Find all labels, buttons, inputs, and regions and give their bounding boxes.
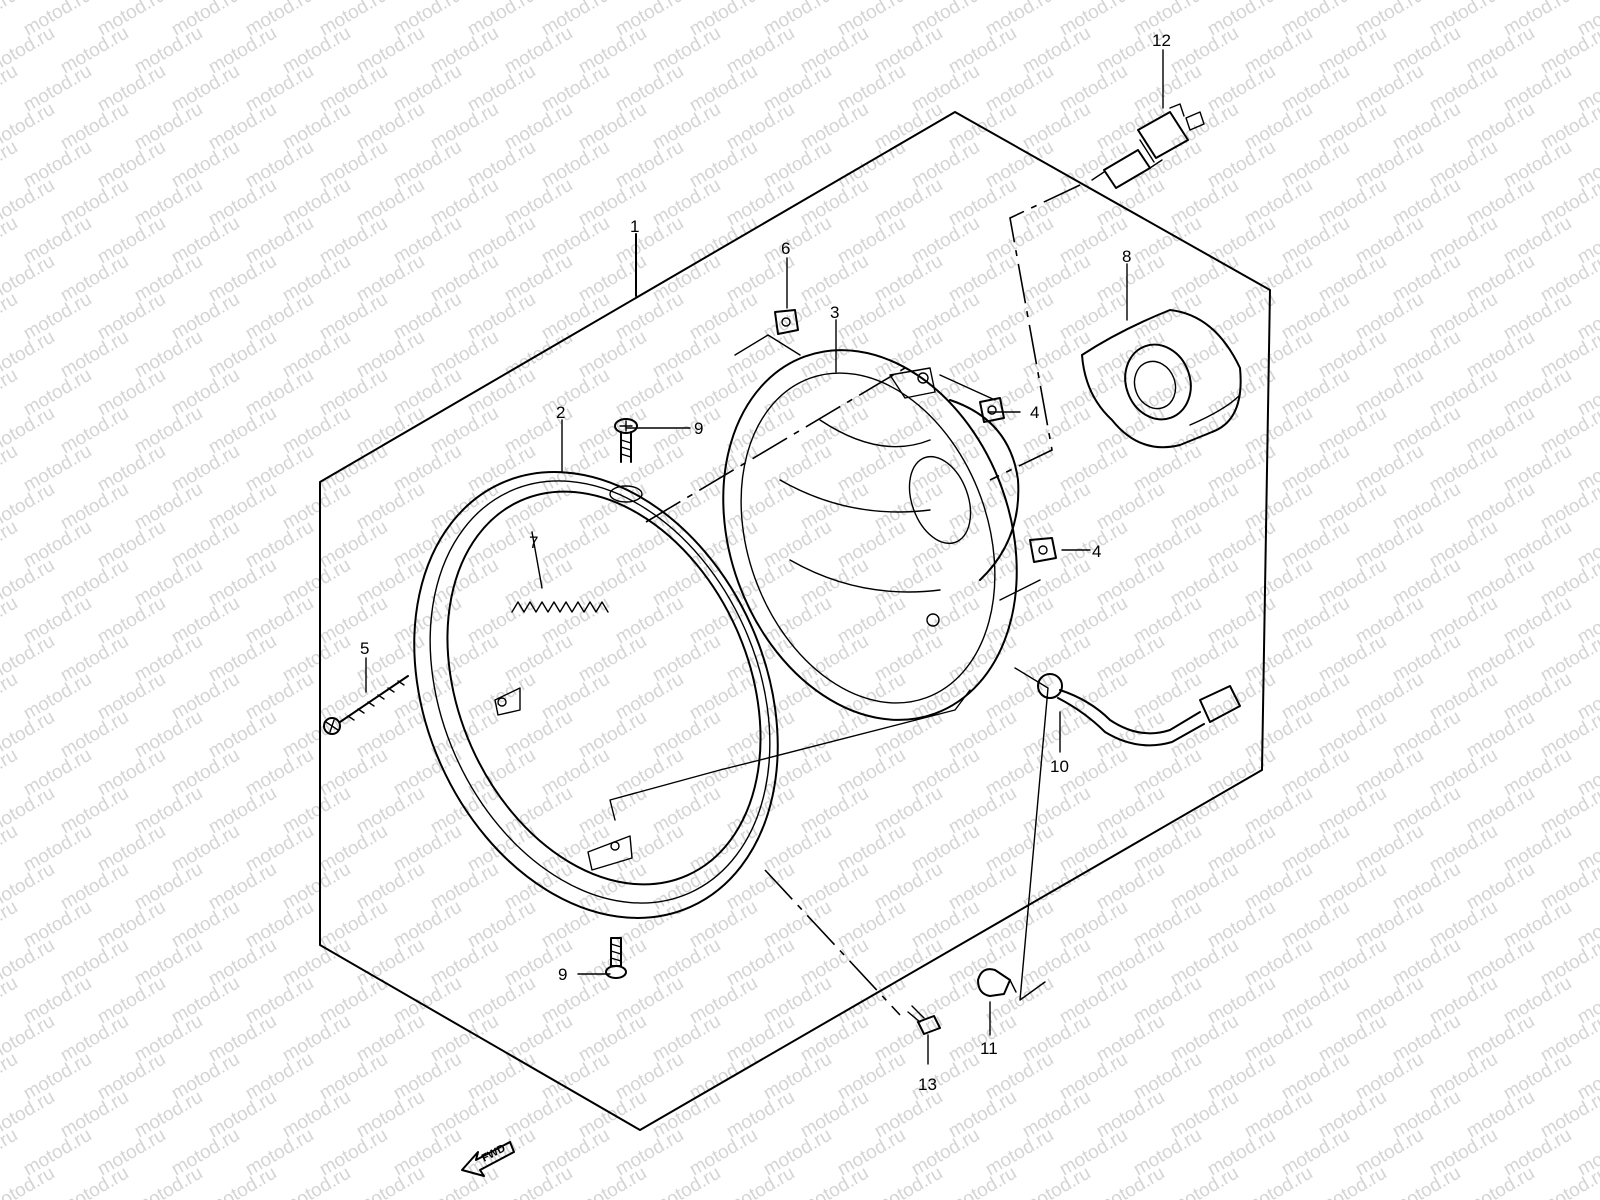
mounting-bolt: [907, 1005, 941, 1035]
watermark-text: motod.ru: [0, 213, 21, 269]
watermark-text: motod.ru: [353, 1163, 428, 1200]
leader-lines: [365, 49, 1164, 1065]
watermark-text: motod.ru: [0, 1125, 21, 1181]
watermark-text: motod.ru: [575, 1163, 650, 1200]
watermark-text: motod.ru: [1241, 1163, 1316, 1200]
screw-upper: [609, 418, 643, 503]
watermark-text: motod.ru: [1315, 1163, 1390, 1200]
watermark-text: motod.ru: [1389, 1163, 1464, 1200]
watermark-text: motod.ru: [279, 1163, 354, 1200]
callout-4b: 4: [1092, 542, 1101, 561]
watermark-text: motod.ru: [0, 973, 21, 1029]
watermark-text: motod.ru: [57, 1163, 132, 1200]
watermark-text: motod.ru: [501, 1163, 576, 1200]
watermark-text: motod.ru: [1537, 1163, 1600, 1200]
watermark-text: motod.ru: [0, 61, 21, 117]
watermark-text: motod.ru: [797, 1163, 872, 1200]
position-lamp-socket: [1037, 673, 1241, 747]
adjuster-screw: [323, 675, 409, 735]
callout-10: 10: [1050, 757, 1069, 776]
watermark-text: motod.ru: [1463, 1163, 1538, 1200]
watermark-text: motod.ru: [0, 897, 21, 953]
watermark-text: motod.ru: [871, 1163, 946, 1200]
watermark-text: motod.ru: [0, 441, 21, 497]
position-lamp-bulb: [977, 968, 1017, 997]
headlight-bulb: [1091, 103, 1205, 189]
watermark-text: motod.ru: [131, 1163, 206, 1200]
callout-8: 8: [1122, 247, 1131, 266]
headlight-unit: [722, 349, 1020, 721]
callout-12: 12: [1152, 31, 1171, 50]
watermark-text: motod.ru: [1167, 1163, 1242, 1200]
callout-9b: 9: [558, 965, 567, 984]
callout-6: 6: [781, 239, 790, 258]
callout-4a: 4: [1030, 403, 1039, 422]
watermark-text: motod.ru: [0, 593, 21, 649]
watermark-text: motod.ru: [0, 289, 21, 345]
watermark-text: motod.ru: [0, 669, 21, 725]
watermark-text: motod.ru: [0, 1049, 21, 1105]
watermark-text: motod.ru: [0, 365, 21, 421]
bulb-cover: [1081, 309, 1242, 449]
callout-labels: 1 2 3 4 4 5 6 7 8 9 9 10 11 12 13: [360, 31, 1171, 1094]
screw-lower: [605, 937, 627, 979]
watermark-text: motod.ru: [0, 517, 21, 573]
watermark-text: motod.ru: [0, 821, 21, 877]
watermark-text: motod.ru: [205, 1163, 280, 1200]
headlight-rim: [413, 471, 779, 919]
callout-11: 11: [980, 1039, 998, 1058]
watermark-text: motod.ru: [723, 1163, 798, 1200]
callout-1: 1: [630, 217, 639, 236]
clip-nut-4a: [979, 397, 1005, 423]
clip-nut-6: [774, 309, 799, 335]
watermark-text: motod.ru: [649, 1163, 724, 1200]
watermark-text: motod.ru: [1093, 1163, 1168, 1200]
callout-2: 2: [556, 403, 565, 422]
callout-7: 7: [529, 533, 538, 552]
watermark-text: motod.ru: [945, 1163, 1020, 1200]
clip-nut-4b: [1029, 537, 1057, 563]
callout-13: 13: [918, 1075, 937, 1094]
callout-3: 3: [830, 303, 839, 322]
callout-5: 5: [360, 639, 369, 658]
callout-9a: 9: [694, 419, 703, 438]
adjuster-spring: [511, 601, 609, 613]
watermark-text: motod.ru: [1019, 1163, 1094, 1200]
watermark-text: motod.ru: [0, 745, 21, 801]
assembly-outline-box: [319, 111, 1271, 1131]
watermark-text: motod.ru: [0, 137, 21, 193]
watermark-text: motod.ru: [0, 0, 21, 40]
